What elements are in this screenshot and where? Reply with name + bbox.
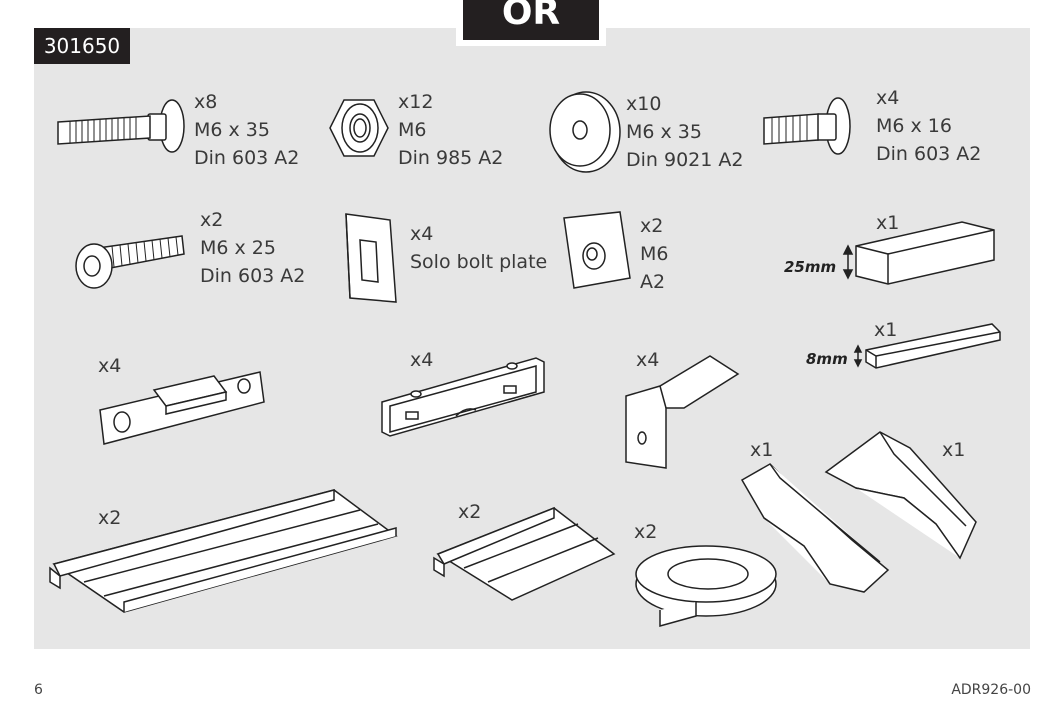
end-cap-right-icon [820,426,980,568]
long-rail-qty: x2 [98,507,122,529]
square-nut-icon [558,208,636,292]
page-number: 6 [34,682,43,698]
u-bracket-qty: x4 [410,349,434,371]
block-25mm-qty: x1 [876,212,900,234]
lock-nut-icon [326,94,392,164]
doc-code: ADR926-00 [951,682,1031,698]
block-25mm-icon [842,216,998,286]
short-rail-qty: x2 [458,501,482,523]
end-cap-right-qty: x1 [942,439,966,461]
short-rail-icon [428,502,618,606]
carriage-bolt-16-icon [760,92,860,162]
or-label: OR [463,0,599,40]
strip-8mm-icon [852,318,1002,374]
angle-bracket-icon [620,352,744,476]
flat-bracket-icon [96,366,268,450]
carriage-bolt-35-icon [52,86,192,166]
long-rail-icon [44,486,400,620]
solo-bolt-plate-icon [340,210,402,306]
block-25mm-dimension: 25mm [784,258,837,276]
end-cap-left-qty: x1 [750,439,774,461]
part-code-badge: 301650 [34,28,130,64]
angle-bracket-qty: x4 [636,349,660,371]
torx-bolt-25-icon [70,228,190,294]
rubber-strip-roll-qty: x2 [634,521,658,543]
strip-8mm-qty: x1 [874,319,898,341]
u-bracket-icon [376,352,552,444]
strip-8mm-dimension: 8mm [806,350,848,368]
rubber-strip-roll-icon [632,544,782,632]
flat-bracket-qty: x4 [98,355,122,377]
end-cap-left-icon [734,458,896,596]
washer-icon [546,88,624,174]
